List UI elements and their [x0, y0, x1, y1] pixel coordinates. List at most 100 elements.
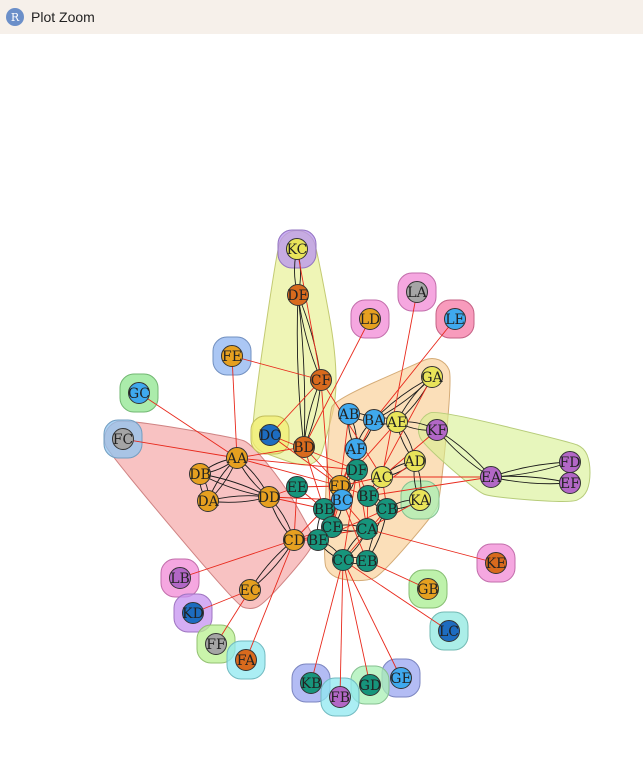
- graph-edge: [339, 559, 344, 698]
- node-label: KD: [182, 606, 204, 622]
- node-label: LA: [407, 285, 427, 301]
- node-dc: DC: [259, 424, 281, 446]
- node-kd: KD: [182, 602, 204, 624]
- node-circle: [283, 529, 305, 551]
- node-gb: GB: [417, 578, 439, 600]
- node-label: EA: [481, 470, 502, 486]
- node-label: LC: [439, 624, 459, 640]
- node-ke: KE: [485, 552, 507, 574]
- node-circle: [286, 238, 308, 260]
- graph-edge: [342, 469, 358, 561]
- graph-edge: [138, 392, 238, 459]
- node-cd: CD: [283, 529, 305, 551]
- node-label: KA: [410, 493, 431, 509]
- node-label: DB: [189, 467, 211, 483]
- node-circle: [169, 567, 191, 589]
- graph-edge: [320, 379, 383, 478]
- node-fd: FD: [559, 451, 581, 473]
- graph-edge: [339, 413, 350, 487]
- node-ae: AE: [386, 411, 408, 433]
- window-title: Plot Zoom: [31, 9, 95, 25]
- graph-edge: [296, 294, 305, 448]
- title-bar: R Plot Zoom: [0, 0, 643, 34]
- group-blob: [251, 229, 337, 466]
- node-label: CA: [357, 522, 379, 538]
- node-cb: CB: [376, 498, 398, 520]
- graph-edge: [231, 355, 322, 381]
- node-af: AF: [345, 438, 367, 460]
- node-circle: [559, 472, 581, 494]
- node-circle: [128, 382, 150, 404]
- graph-edge: [296, 248, 322, 381]
- node-label: AD: [403, 454, 425, 470]
- graph-edge: [366, 528, 497, 564]
- node-circle: [331, 489, 353, 511]
- node-df: DF: [346, 459, 368, 481]
- node-label: BE: [308, 533, 329, 549]
- node-fa: FA: [235, 649, 257, 671]
- node-label: AC: [371, 470, 393, 486]
- node-circle: [338, 403, 360, 425]
- node-ad: AD: [403, 450, 426, 472]
- node-label: AB: [338, 407, 359, 423]
- node-dd: DD: [258, 486, 280, 508]
- node-cf: CF: [310, 369, 332, 391]
- node-label: KC: [287, 242, 308, 258]
- node-label: BF: [358, 489, 378, 505]
- node-label: CB: [377, 502, 398, 518]
- node-lc: LC: [438, 620, 460, 642]
- node-ge: GE: [390, 667, 412, 689]
- graph-edge: [269, 379, 322, 436]
- graph-edge: [236, 457, 358, 471]
- node-circle: [480, 466, 502, 488]
- node-ka: KA: [409, 489, 431, 511]
- graph-edge: [231, 355, 238, 459]
- node-label: LD: [360, 312, 381, 328]
- node-circle: [438, 620, 460, 642]
- graph-edge: [366, 560, 429, 590]
- node-label: BC: [331, 493, 352, 509]
- graph-edge: [297, 294, 306, 448]
- node-circle: [406, 281, 428, 303]
- node-label: KF: [427, 423, 447, 439]
- node-label: CE: [322, 520, 343, 536]
- node-label: GC: [128, 386, 150, 402]
- node-label: EC: [240, 583, 261, 599]
- node-bd: BD: [293, 436, 315, 458]
- graph-edge: [342, 559, 450, 632]
- node-ac: AC: [371, 466, 393, 488]
- node-circle: [310, 369, 332, 391]
- node-be: BE: [307, 529, 329, 551]
- graph-edge: [236, 457, 341, 487]
- graph-edge: [342, 559, 402, 679]
- node-label: FD: [560, 455, 581, 471]
- graph-edge: [373, 318, 456, 421]
- node-cc: CC: [332, 549, 354, 571]
- node-circle: [197, 490, 219, 512]
- node-label: GB: [417, 582, 438, 598]
- node-label: FB: [330, 690, 350, 706]
- node-label: FE: [222, 349, 242, 365]
- graph-edge: [310, 559, 344, 684]
- node-circle: [307, 529, 329, 551]
- node-label: DA: [197, 494, 219, 510]
- node-circle: [258, 486, 280, 508]
- node-label: CD: [283, 533, 305, 549]
- node-circle: [359, 674, 381, 696]
- node-ff: FF: [205, 633, 227, 655]
- graph-edge: [342, 559, 371, 686]
- node-ce: CE: [321, 516, 343, 538]
- node-circle: [321, 516, 343, 538]
- node-bf: BF: [357, 485, 379, 507]
- node-label: BD: [293, 440, 315, 456]
- node-circle: [421, 366, 443, 388]
- node-kf: KF: [426, 419, 448, 441]
- node-label: FA: [237, 653, 256, 669]
- node-circle: [417, 578, 439, 600]
- node-ab: AB: [338, 403, 360, 425]
- node-label: GD: [359, 678, 381, 694]
- node-circle: [112, 428, 134, 450]
- node-gc: GC: [128, 382, 150, 404]
- r-app-icon: R: [6, 8, 24, 26]
